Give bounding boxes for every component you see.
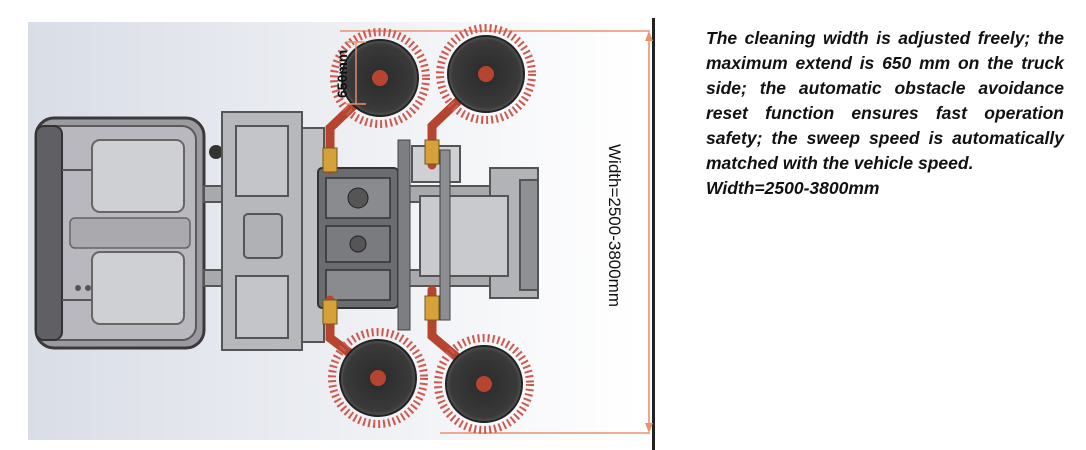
brush-bottom-right bbox=[434, 334, 534, 434]
divider-line bbox=[652, 18, 655, 450]
brush-top-right bbox=[436, 24, 536, 124]
dimension-arrow-top bbox=[645, 31, 653, 41]
extension-label: 650mm bbox=[334, 50, 350, 98]
brush-bottom-left bbox=[328, 328, 428, 428]
caption-body: The cleaning width is adjusted freely; t… bbox=[706, 28, 1064, 173]
dimension-arrow-bottom bbox=[645, 423, 653, 433]
brush-top-left bbox=[330, 28, 430, 128]
arm-cylinders bbox=[322, 139, 440, 325]
extension-dimension bbox=[346, 41, 366, 105]
caption: The cleaning width is adjusted freely; t… bbox=[706, 26, 1064, 201]
width-label: Width=2500-3800mm bbox=[605, 144, 624, 307]
mirror-knob bbox=[209, 145, 223, 159]
engine-block bbox=[317, 139, 451, 331]
truck-cab bbox=[34, 116, 206, 350]
caption-width: Width=2500-3800mm bbox=[706, 178, 880, 198]
